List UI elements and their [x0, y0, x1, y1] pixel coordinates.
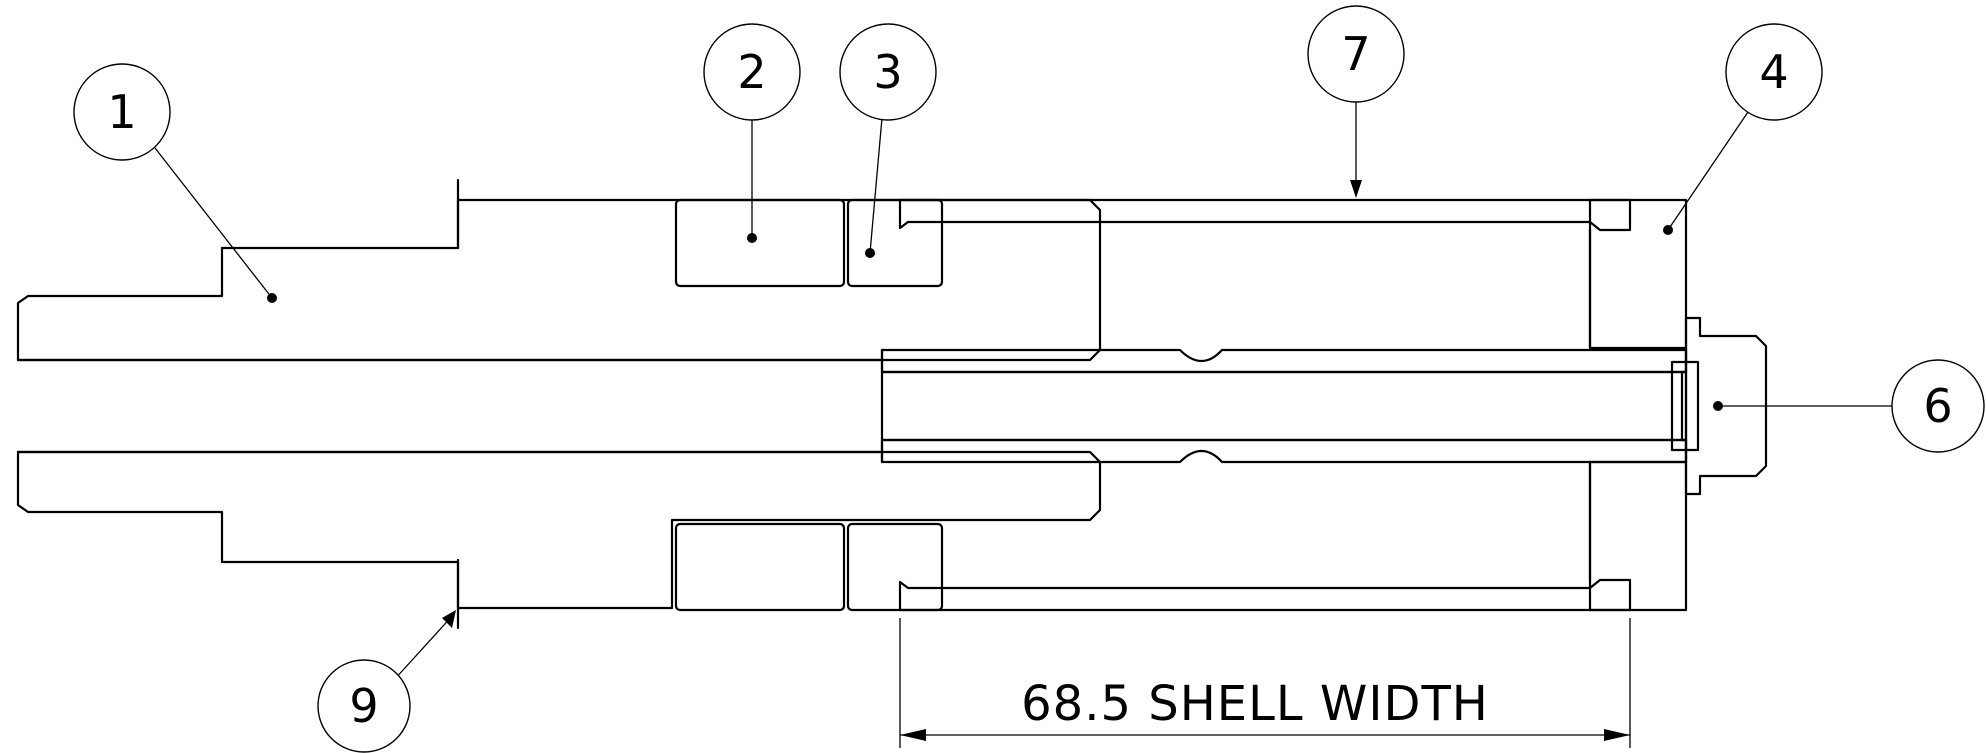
balloon-7: 7: [1307, 5, 1405, 103]
balloon-6-label: 6: [1923, 379, 1952, 433]
balloon-6: 6: [1891, 359, 1985, 453]
shell-width-dimension: 68.5 SHELL WIDTH: [899, 618, 1631, 748]
balloon-2-label: 2: [737, 45, 766, 99]
balloon-4-label: 4: [1759, 45, 1788, 99]
balloon-3: 3: [839, 23, 937, 121]
balloon-1: 1: [73, 63, 171, 161]
leaders: [154, 100, 1892, 681]
part-6-tube: [880, 316, 1768, 496]
part-7-shell: [898, 198, 1632, 612]
balloon-2: 2: [703, 23, 801, 121]
arbor-lower-section: [16, 450, 1102, 610]
part-2-spacer: [674, 198, 846, 612]
balloon-9: 9: [317, 659, 411, 753]
arbor-upper-section: [16, 198, 1102, 362]
balloon-1-label: 1: [107, 85, 136, 139]
dimension-text: 68.5 SHELL WIDTH: [1021, 676, 1489, 732]
balloon-4: 4: [1725, 23, 1823, 121]
balloon-3-label: 3: [873, 45, 902, 99]
part-1-arbor: [16, 178, 1102, 630]
part-3-ring: [846, 198, 944, 612]
balloon-9-label: 9: [349, 679, 378, 733]
balloon-7-label: 7: [1341, 27, 1370, 81]
